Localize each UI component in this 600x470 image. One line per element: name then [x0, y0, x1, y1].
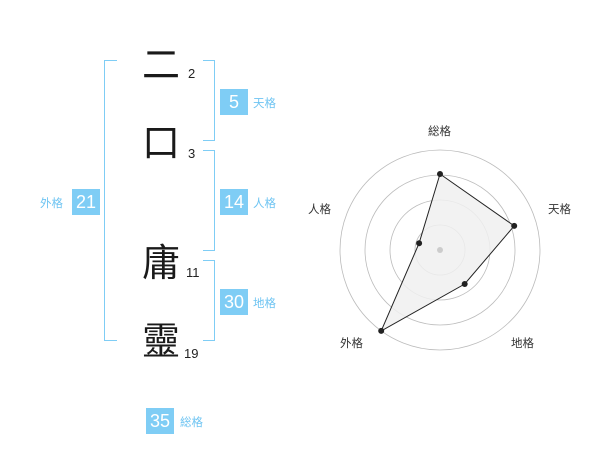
radar-point-0 — [437, 171, 443, 177]
radar-axis-label-tenkaku: 天格 — [548, 202, 571, 216]
radar-ring — [339, 149, 541, 351]
radar-axis-label-soukaku: 総格 — [428, 124, 451, 138]
radar-axis-label-gaikaku: 外格 — [340, 336, 363, 350]
name-char-2: 口 — [142, 121, 181, 165]
radar-points — [378, 171, 518, 334]
radar-axis-label-jinkaku: 人格 — [308, 202, 331, 216]
stroke-count-1: 2 — [188, 66, 196, 81]
gaikaku-bracket — [104, 60, 117, 341]
stroke-count-3: 11 — [186, 265, 200, 280]
soukaku-value: 35 — [146, 408, 174, 434]
chikaku-value: 30 — [220, 289, 248, 315]
stroke-count-2: 3 — [188, 146, 196, 161]
jinkaku-value: 14 — [220, 189, 248, 215]
chikaku-label: 地格 — [253, 296, 276, 310]
gaikaku-label: 外格 — [40, 196, 63, 210]
radar-point-4 — [416, 240, 423, 247]
radar-axis-label-chikaku: 地格 — [511, 336, 534, 350]
tenkaku-label: 天格 — [253, 96, 276, 110]
radar-point-2 — [461, 281, 468, 287]
jinkaku-label: 人格 — [253, 196, 276, 210]
jinkaku-bracket — [203, 150, 215, 251]
name-char-4: 靈 — [142, 319, 181, 363]
name-char-3: 庸 — [142, 241, 181, 285]
radar-center-dot — [437, 247, 443, 253]
chikaku-bracket — [203, 260, 215, 341]
soukaku-label: 総格 — [180, 415, 203, 429]
name-char-1: 二 — [142, 43, 181, 87]
tenkaku-value: 5 — [220, 89, 248, 115]
gaikaku-value: 21 — [72, 189, 100, 215]
tenkaku-bracket — [203, 60, 215, 141]
stroke-count-4: 19 — [184, 346, 199, 361]
radar-polygon — [380, 173, 515, 333]
radar-point-1 — [511, 222, 518, 229]
radar-point-3 — [378, 327, 385, 334]
